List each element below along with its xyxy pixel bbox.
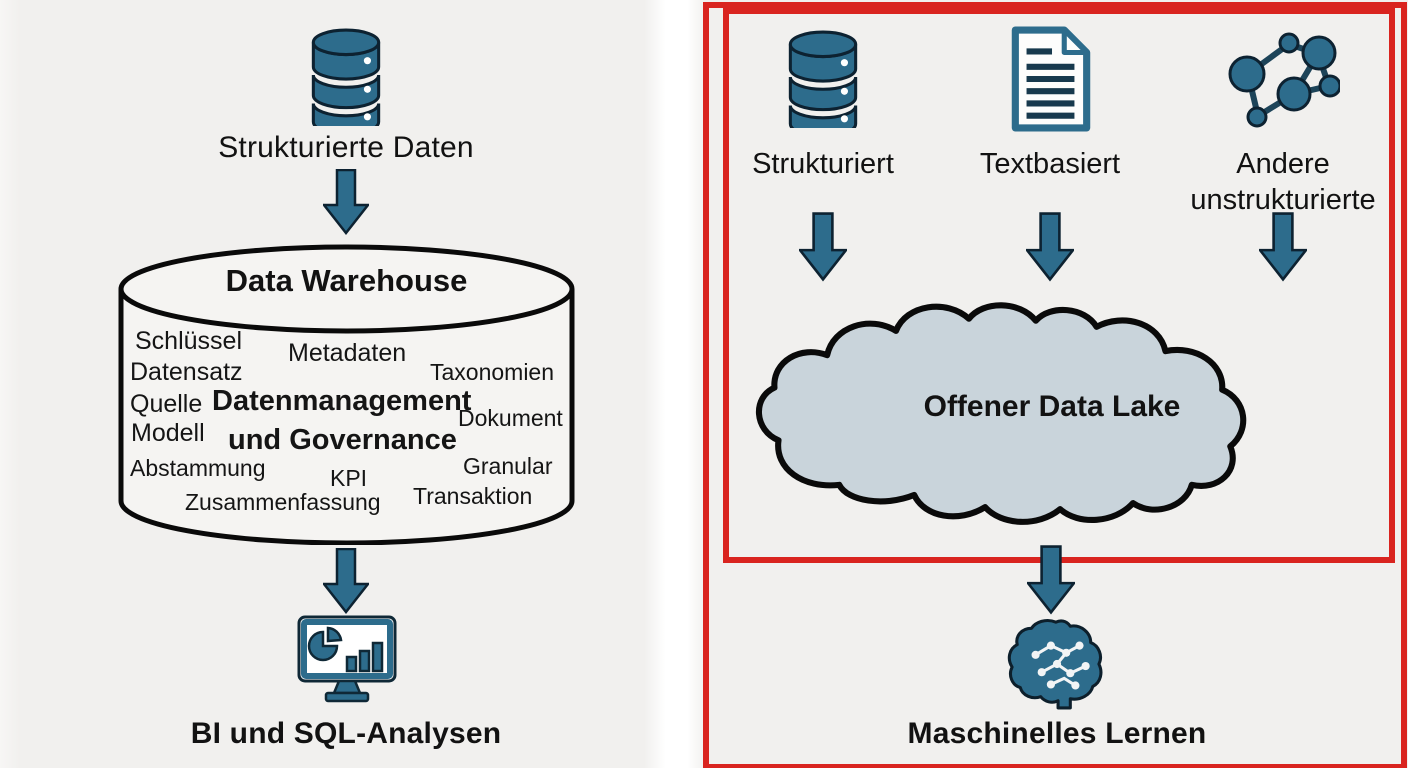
warehouse-title: Data Warehouse bbox=[225, 263, 468, 298]
warehouse-keyword: Taxonomien bbox=[430, 359, 555, 385]
panel-divider bbox=[644, 0, 706, 768]
warehouse-keyword: und Governance bbox=[228, 424, 457, 456]
data-lake-title: Offener Data Lake bbox=[923, 390, 1181, 423]
warehouse-keyword: Modell bbox=[131, 419, 205, 447]
warehouse-keyword: Schlüssel bbox=[135, 327, 242, 355]
warehouse-keyword: Dokument bbox=[458, 405, 563, 431]
outer-red-frame bbox=[703, 2, 1407, 768]
structured-data-label: Strukturierte Daten bbox=[218, 131, 474, 164]
arrow-down-icon bbox=[1259, 212, 1307, 282]
warehouse-keyword: Metadaten bbox=[288, 339, 407, 367]
warehouse-keyword: Datensatz bbox=[130, 358, 243, 386]
arrow-down-icon bbox=[1026, 212, 1074, 282]
arrow-down-icon bbox=[1027, 545, 1075, 615]
warehouse-keyword: Datenmanagement bbox=[212, 385, 472, 417]
structured-label: Strukturiert bbox=[752, 148, 894, 180]
warehouse-keyword: Transaktion bbox=[413, 483, 533, 509]
document-icon bbox=[1009, 26, 1093, 132]
database-icon bbox=[787, 28, 859, 128]
arrow-down-icon bbox=[323, 548, 369, 614]
brain-icon bbox=[1007, 616, 1104, 710]
database-icon bbox=[310, 26, 382, 126]
arrow-down-icon bbox=[323, 169, 369, 235]
arrow-down-icon bbox=[799, 212, 847, 282]
warehouse-keyword: Granular bbox=[463, 453, 553, 479]
network-icon bbox=[1226, 30, 1340, 130]
warehouse-keyword: Abstammung bbox=[130, 455, 266, 481]
warehouse-keyword: Quelle bbox=[130, 390, 203, 418]
warehouse-keyword: Zusammenfassung bbox=[185, 489, 381, 515]
bi-sql-label: BI und SQL-Analysen bbox=[190, 717, 502, 750]
warehouse-keyword: KPI bbox=[330, 465, 368, 491]
data-lake-cloud: Offener Data Lake bbox=[738, 286, 1366, 550]
machine-learning-label: Maschinelles Lernen bbox=[907, 717, 1207, 750]
other-unstructured-label: Andere unstrukturierte bbox=[1190, 148, 1376, 217]
text-based-label: Textbasiert bbox=[979, 148, 1121, 180]
bi-dashboard-icon bbox=[297, 615, 397, 705]
